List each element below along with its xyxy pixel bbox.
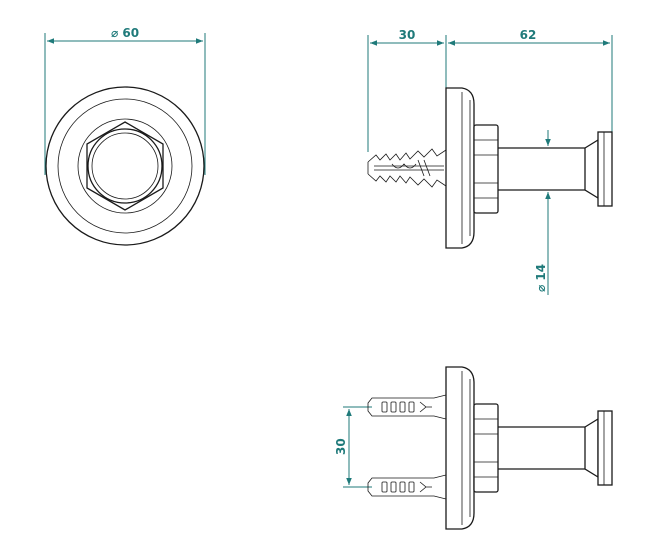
lower-anchor: [367, 474, 447, 500]
front-view: ⌀ 60: [44, 26, 206, 246]
side-view: 30 62 ⌀ 14: [367, 28, 613, 295]
rod-diameter-label: ⌀ 14: [534, 264, 548, 292]
bottom-view: 30: [334, 366, 613, 530]
anchor-spacing-label: 30: [334, 438, 348, 455]
front-diameter-label: ⌀ 60: [111, 26, 139, 40]
projection-label: 62: [520, 28, 537, 42]
anchor-length-label: 30: [399, 28, 416, 42]
upper-anchor: [367, 394, 447, 420]
